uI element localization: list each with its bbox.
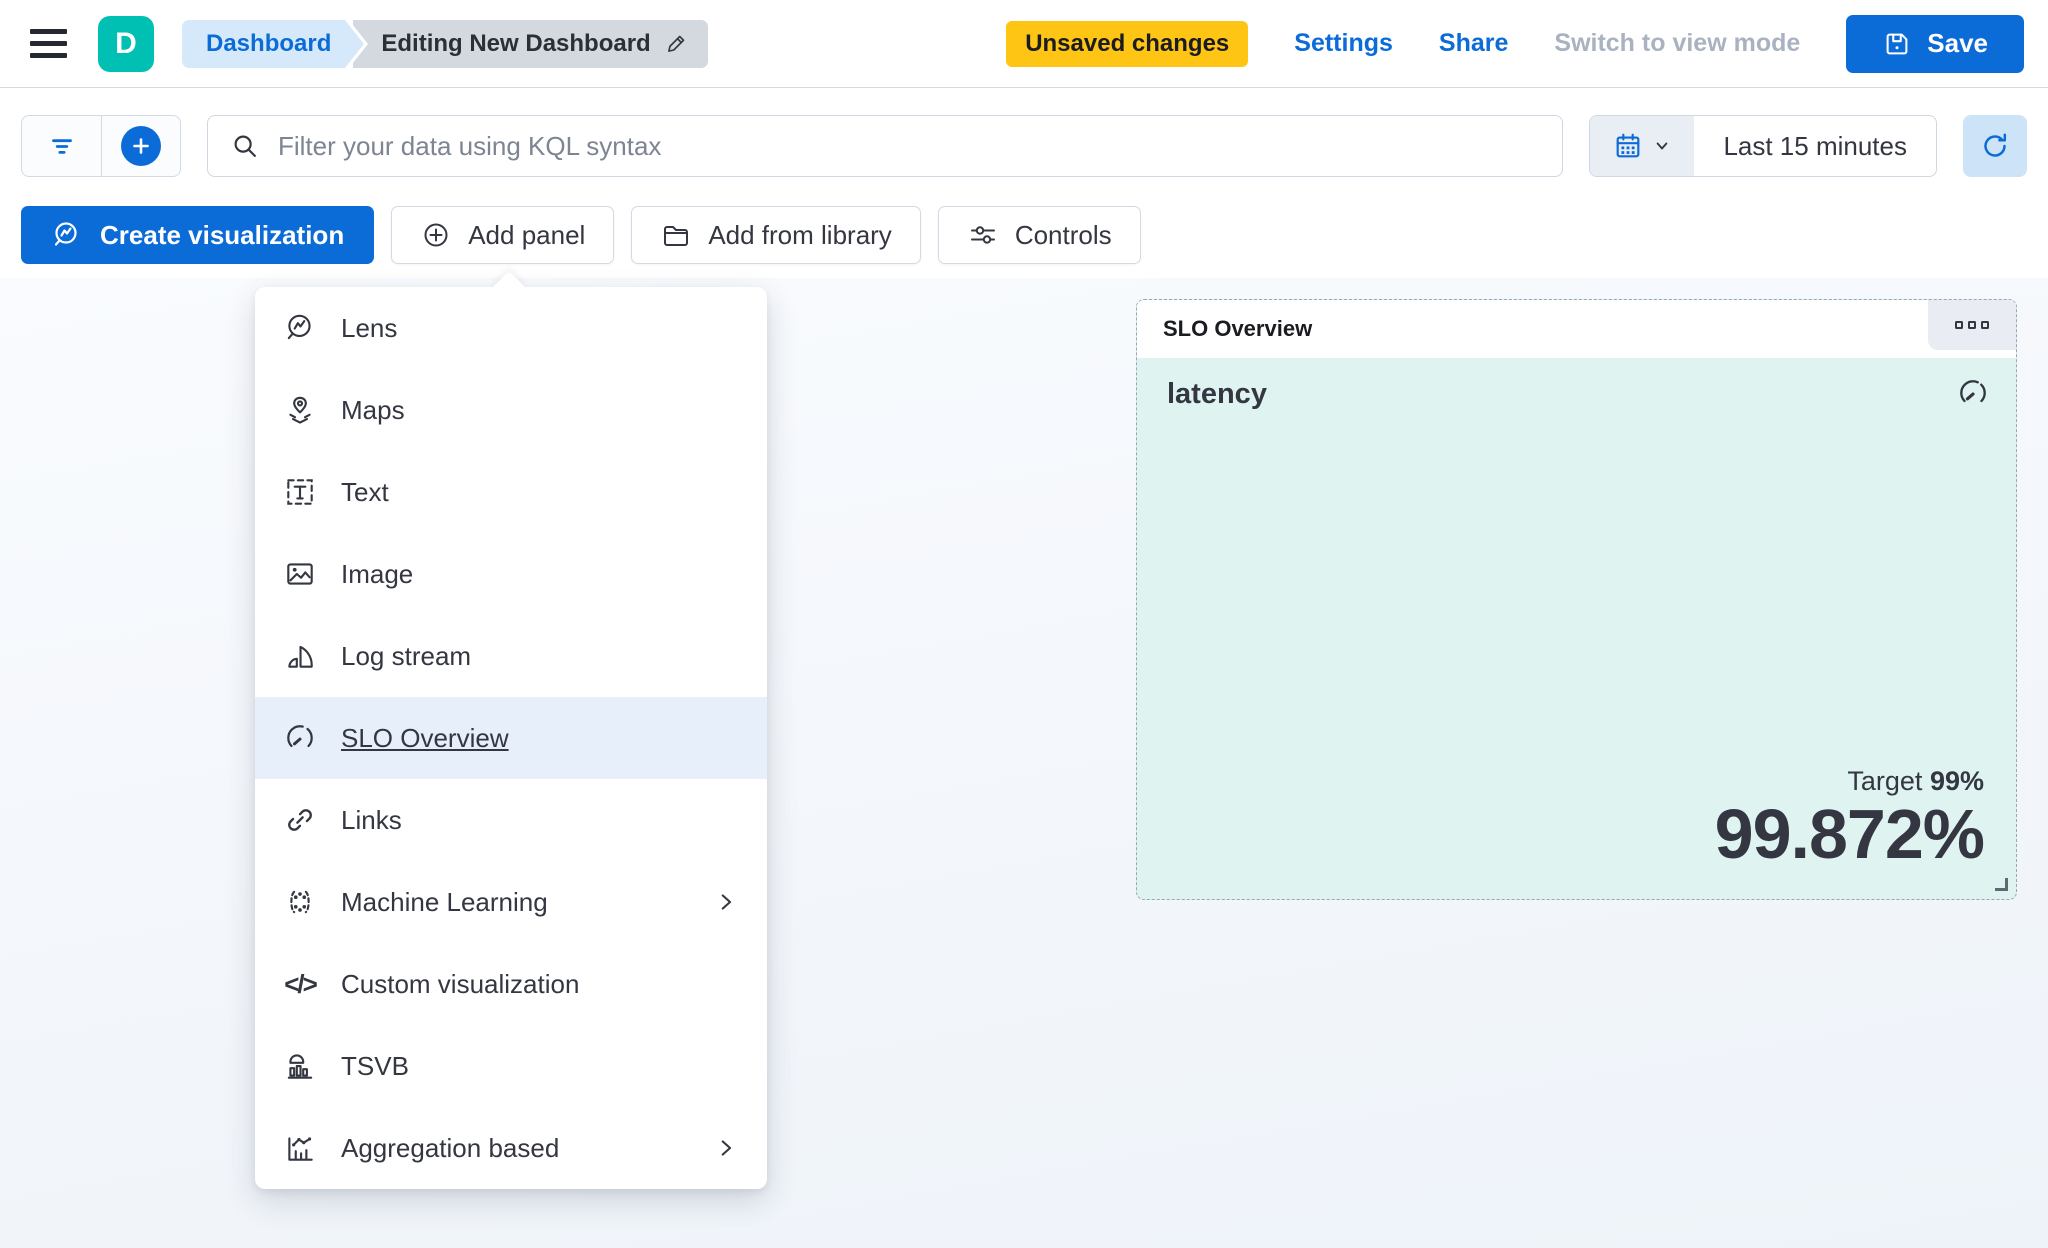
panel-options-button[interactable] [1928,300,2016,350]
time-range-display[interactable]: Last 15 minutes [1723,130,1907,161]
menu-item-label: Maps [341,394,405,425]
menu-item-slo-overview[interactable]: SLO Overview [255,697,767,779]
custom-visualization-icon: </> [284,968,318,999]
menu-item-text[interactable]: Text [255,451,767,533]
kql-search-input[interactable] [278,130,1541,162]
menu-item-label: Custom visualization [341,968,580,999]
add-from-library-label: Add from library [708,219,892,250]
folder-icon [660,219,692,251]
topbar-actions: Unsaved changes Settings Share Switch to… [1006,14,2024,73]
target-value: 99% [1929,766,1984,797]
add-panel-menu: Lens Maps Text Image Log stream SLO Over… [255,271,767,1189]
panel-header: SLO Overview [1137,300,2016,358]
slo-metric-title: latency [1167,378,1267,410]
settings-link[interactable]: Settings [1294,29,1393,57]
aggregation-based-icon [283,1131,317,1165]
kql-search-box [207,115,1564,177]
elastic-logo[interactable]: D [98,15,154,72]
menu-item-aggregation-based[interactable]: Aggregation based [255,1107,767,1189]
menu-item-log-stream[interactable]: Log stream [255,615,767,697]
menu-item-label: Image [341,558,414,589]
menu-item-label: SLO Overview [341,722,509,753]
save-button[interactable]: Save [1846,14,2024,73]
menu-item-label: Text [341,476,389,507]
menu-item-label: Lens [341,312,398,343]
refresh-icon [1979,130,2011,162]
breadcrumb-dashboard[interactable]: Dashboard [182,19,346,68]
menu-hamburger-icon[interactable] [30,20,78,68]
create-visualization-button[interactable]: Create visualization [21,206,375,264]
menu-item-maps[interactable]: Maps [255,369,767,451]
image-icon [283,557,317,591]
slo-overview-panel: SLO Overview latency Target 99% 99.872% [1136,299,2017,900]
save-icon [1882,29,1912,59]
add-from-library-button[interactable]: Add from library [631,206,921,264]
panel-resize-handle[interactable] [1995,878,2008,891]
lens-icon [283,311,317,345]
panel-body: latency Target 99% 99.872% [1137,358,2016,899]
filter-button[interactable] [22,116,101,176]
gauge-icon [1956,376,1990,410]
chevron-right-icon [713,889,739,915]
add-panel-button[interactable]: Add panel [391,206,615,264]
create-visualization-label: Create visualization [100,219,345,250]
chevron-right-icon [713,1135,739,1161]
add-filter-button[interactable] [101,116,180,176]
menu-item-label: Aggregation based [341,1132,560,1163]
menu-item-label: Log stream [341,640,472,671]
calendar-icon [1613,131,1643,161]
filter-control-group [21,115,181,177]
machine-learning-icon [283,885,317,919]
add-panel-menu-list: Lens Maps Text Image Log stream SLO Over… [255,287,767,1189]
pencil-icon [664,32,688,56]
query-bar: Last 15 minutes [0,88,2048,177]
tsvb-icon [283,1049,317,1083]
unsaved-changes-badge: Unsaved changes [1006,20,1249,67]
search-icon [230,131,260,161]
log-stream-icon [283,639,317,673]
menu-item-custom-visualization[interactable]: </> Custom visualization [255,943,767,1025]
add-panel-label: Add panel [468,219,586,250]
share-link[interactable]: Share [1438,29,1509,57]
switch-to-view-mode-link[interactable]: Switch to view mode [1554,29,1801,57]
controls-button[interactable]: Controls [937,206,1141,264]
links-icon [283,803,317,837]
breadcrumb-arrow [345,19,369,68]
menu-item-links[interactable]: Links [255,779,767,861]
dashboard-toolbar: Create visualization Add panel Add from … [0,177,2048,278]
menu-item-tsvb[interactable]: TSVB [255,1025,767,1107]
menu-item-machine-learning[interactable]: Machine Learning [255,861,767,943]
filter-icon [45,129,79,163]
text-icon [283,475,317,509]
time-picker-calendar-button[interactable] [1590,116,1695,176]
slo-metric-values: Target 99% 99.872% [1714,766,1985,874]
plus-circle-icon [121,126,161,166]
menu-item-label: Links [341,804,402,835]
target-label: Target [1847,766,1923,797]
chevron-down-icon [1652,136,1672,156]
lens-icon [51,219,83,251]
breadcrumb-current-title[interactable]: Editing New Dashboard [353,19,708,68]
breadcrumb-current-label: Editing New Dashboard [381,29,651,57]
menu-item-label: Machine Learning [341,886,548,917]
maps-icon [283,393,317,427]
panel-title: SLO Overview [1163,316,1313,341]
refresh-button[interactable] [1963,115,2027,177]
slo-value: 99.872% [1714,795,1985,874]
plus-in-circle-icon [420,219,452,251]
sliders-icon [967,219,999,251]
menu-item-image[interactable]: Image [255,533,767,615]
menu-item-label: TSVB [341,1050,409,1081]
save-button-label: Save [1927,28,1988,58]
top-navigation-bar: D Dashboard Editing New Dashboard Unsave… [0,0,2048,88]
menu-item-lens[interactable]: Lens [255,287,767,369]
controls-label: Controls [1014,219,1112,250]
slo-overview-icon [283,721,317,755]
breadcrumb: Dashboard Editing New Dashboard [182,19,708,68]
time-picker: Last 15 minutes [1589,115,1937,177]
